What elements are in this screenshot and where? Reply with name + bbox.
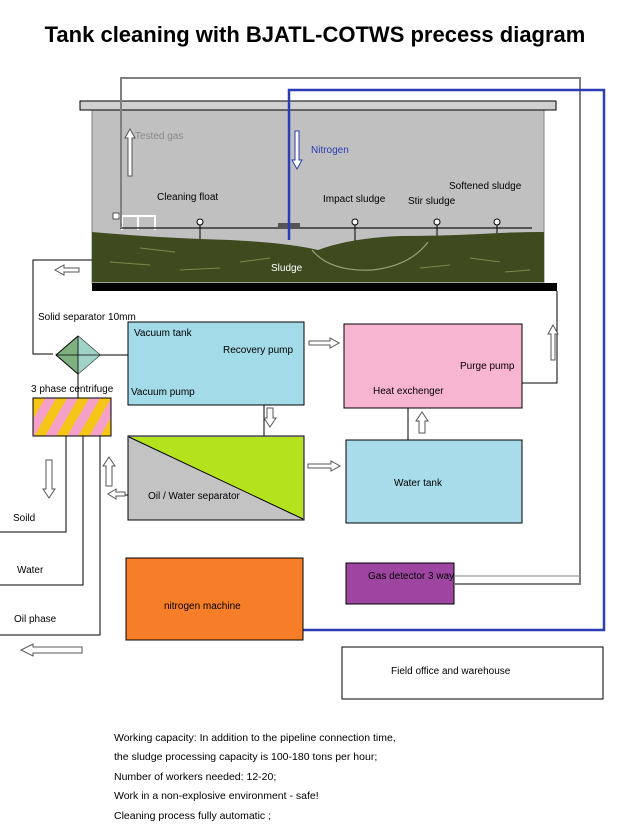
field-office-box (341, 646, 604, 700)
purge-pump-box (343, 323, 523, 409)
soild-arrow (42, 459, 56, 499)
water-label: Water (17, 565, 44, 576)
water-to-exchanger-arrow (415, 411, 429, 434)
separator-to-water-arrow (307, 460, 342, 472)
softened-sludge-label: Softened sludge (449, 181, 522, 192)
sludge-layer (92, 232, 544, 282)
heat-exchenger-label: Heat exchenger (373, 386, 444, 397)
tested-gas-label: Tested gas (135, 131, 184, 142)
vacuum-tank-label: Vacuum tank (134, 328, 192, 339)
solid-separator-label: Solid separator 10mm (38, 312, 136, 323)
nitrogen-label: Nitrogen (311, 145, 349, 156)
oil-outlet (0, 436, 101, 636)
oil-water-separator-label: Oil / Water separator (148, 491, 240, 502)
purge-return-arrow (547, 323, 559, 361)
solid-separator-shape (55, 335, 101, 375)
soild-label: Soild (13, 513, 36, 524)
purge-pump-label: Purge pump (460, 361, 515, 372)
centrifuge-label: 3 phase centrifuge (31, 384, 114, 395)
separator-to-centrifuge-arrow (107, 488, 126, 500)
water-tank-box (345, 439, 523, 524)
water-up-arrow (102, 456, 116, 487)
note-line: Number of workers needed: 12-20; (114, 770, 277, 783)
note-line: the sludge processing capacity is 100-18… (114, 751, 378, 764)
purge-return-line (522, 291, 558, 384)
oil-phase-arrow (19, 643, 83, 657)
cleaning-float-label: Cleaning float (157, 192, 219, 203)
tank-roof (79, 100, 557, 111)
vacuum-to-separator-arrow (263, 407, 277, 428)
sludge-label: Sludge (271, 263, 303, 274)
nitrogen-machine-box (125, 557, 304, 641)
impact-sludge-label: Impact sludge (323, 194, 386, 205)
notes: Working capacity: In addition to the pip… (114, 729, 396, 826)
recovery-pump-label: Recovery pump (223, 345, 294, 356)
gas-detector-label: Gas detector 3 way (368, 571, 455, 582)
centrifuge-shape (32, 397, 112, 437)
water-tank-label: Water tank (394, 478, 442, 489)
vacuum-to-purge-arrow (308, 337, 341, 349)
nitrogen-arrow (291, 130, 303, 171)
nozzles (195, 218, 501, 247)
sludge-outlet-arrow (53, 264, 80, 276)
stir-sludge-label: Stir sludge (408, 196, 456, 207)
vacuum-tank-box (127, 321, 305, 406)
note-line: Work in a non-explosive environment - sa… (114, 790, 319, 803)
sludge-outlet-line (32, 259, 92, 355)
vacuum-pump-label: Vacuum pump (131, 387, 195, 398)
gas-detector-box (345, 562, 455, 605)
water-outlet (0, 436, 84, 586)
tested-gas-line (120, 77, 581, 585)
soild-outlet (0, 436, 67, 533)
field-office-label: Field office and warehouse (391, 666, 511, 677)
note-line: Cleaning process fully automatic ; (114, 809, 271, 822)
tank-base (92, 283, 557, 291)
oil-water-separator-box (127, 435, 305, 521)
nitrogen-line (287, 88, 606, 632)
note-line: Working capacity: In addition to the pip… (114, 732, 396, 744)
tested-gas-arrow (124, 127, 136, 177)
nitrogen-machine-label: nitrogen machine (164, 601, 241, 612)
diagram-title: Tank cleaning with BJATL-COTWS precess d… (44, 22, 586, 47)
oil-phase-label: Oil phase (14, 614, 57, 625)
